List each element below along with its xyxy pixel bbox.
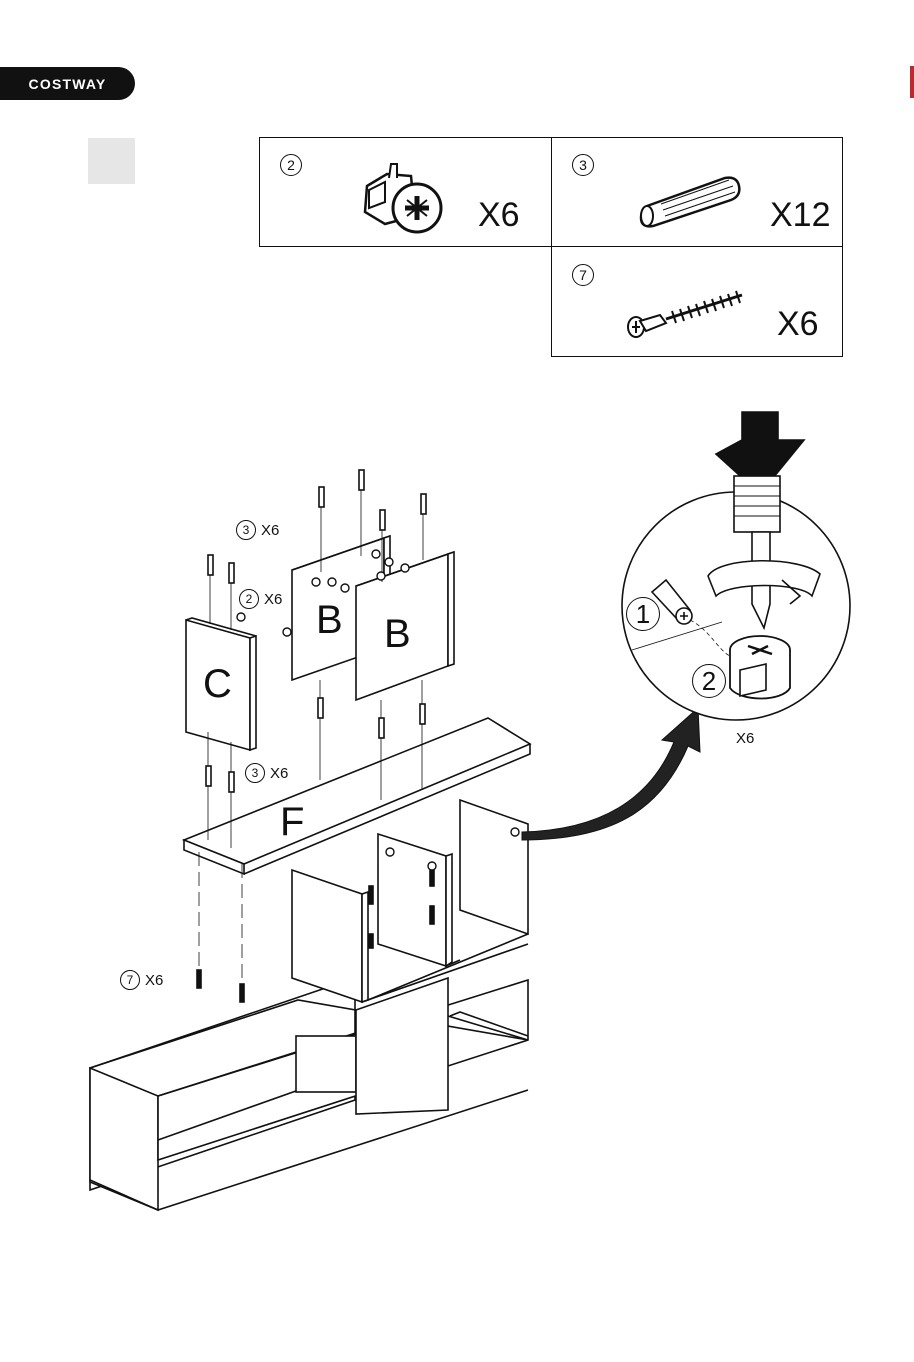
detail-arrow bbox=[522, 708, 700, 840]
part-quantity: X12 bbox=[770, 196, 831, 235]
part-cell-3: 3 X12 bbox=[551, 137, 843, 247]
cam-lock-icon bbox=[355, 156, 445, 238]
panel-b-label: B bbox=[316, 598, 343, 643]
brand-name: COSTWAY bbox=[29, 76, 107, 92]
detail-view bbox=[622, 412, 850, 720]
detail-quantity: X6 bbox=[736, 730, 754, 747]
part-id-badge: 3 bbox=[572, 154, 594, 176]
callout-id-badge: 7 bbox=[120, 970, 140, 990]
page-edge-marker bbox=[910, 66, 914, 98]
base-cabinet bbox=[90, 978, 528, 1210]
part-id-badge: 2 bbox=[280, 154, 302, 176]
step-number-box bbox=[88, 138, 135, 184]
brand-logo: COSTWAY bbox=[0, 67, 135, 100]
panel-f-label: F bbox=[280, 800, 304, 845]
part-id-badge: 7 bbox=[572, 264, 594, 286]
part-cell-7: 7 X6 bbox=[551, 246, 843, 357]
callout-id-badge: 3 bbox=[245, 763, 265, 783]
panel-c-label: C bbox=[203, 662, 232, 707]
part-cell-2: 2 X6 bbox=[259, 137, 552, 247]
callout-screw: 7 X6 bbox=[120, 970, 163, 990]
part-quantity: X6 bbox=[777, 305, 819, 344]
wooden-dowel-icon bbox=[637, 168, 747, 228]
detail-step-1: 1 bbox=[626, 597, 660, 631]
callout-quantity: X6 bbox=[270, 765, 288, 782]
callout-id-badge: 3 bbox=[236, 520, 256, 540]
middle-shelf-unit bbox=[292, 800, 528, 1002]
assembly-diagram bbox=[0, 380, 914, 1240]
callout-quantity: X6 bbox=[145, 972, 163, 989]
cam-bolt-screw-icon bbox=[626, 287, 746, 339]
callout-dowel-middle: 3 X6 bbox=[245, 763, 288, 783]
callout-quantity: X6 bbox=[261, 522, 279, 539]
part-quantity: X6 bbox=[478, 196, 520, 235]
detail-step-2: 2 bbox=[692, 664, 726, 698]
callout-quantity: X6 bbox=[264, 591, 282, 608]
callout-dowel-top: 3 X6 bbox=[236, 520, 279, 540]
panel-b-label-2: B bbox=[384, 612, 411, 657]
callout-id-badge: 2 bbox=[239, 589, 259, 609]
callout-cam-lock: 2 X6 bbox=[239, 589, 282, 609]
